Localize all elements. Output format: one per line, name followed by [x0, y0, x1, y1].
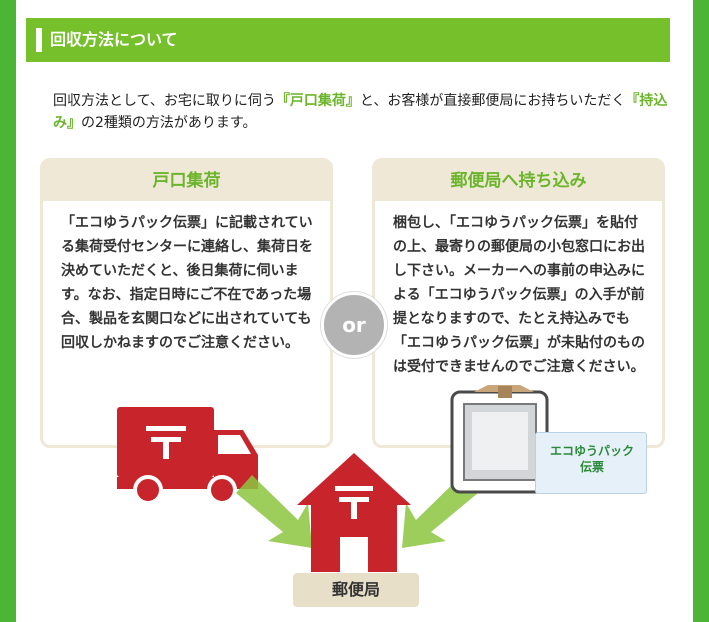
or-badge: or [321, 292, 387, 358]
intro-part-2: と、お客様が直接郵便局にお持ちいただく [359, 93, 626, 109]
intro-part-3: の2種類の方法があります。 [81, 115, 257, 131]
door-pickup-text: 「エコゆうパック伝票」に記載されている集荷受付センターに連絡し、集荷日を決めてい… [61, 215, 313, 351]
post-office-label: 郵便局 [293, 573, 419, 607]
slip-line-1: エコゆうパック [549, 444, 634, 458]
intro-emphasis-door-pickup: 『戸口集荷』 [275, 93, 360, 109]
left-arrow-icon [236, 475, 312, 548]
door-pickup-title: 戸口集荷 [43, 161, 330, 201]
intro-part-1: 回収方法として、お宅に取りに伺う [53, 93, 276, 109]
package-icon [450, 385, 549, 494]
intro-emphasis-drop-off: 『持込み』 [53, 93, 668, 131]
post-office-dropoff-title: 郵便局へ持ち込み [375, 161, 662, 201]
post-office-icon [297, 453, 411, 572]
section-title: 回収方法について [50, 30, 178, 49]
postal-truck-icon [117, 407, 258, 505]
section-header: 回収方法について [26, 18, 670, 62]
intro-text: 回収方法として、お宅に取りに伺う『戸口集荷』と、お客様が直接郵便局にお持ちいただ… [53, 90, 673, 134]
eco-yu-pack-slip: エコゆうパック 伝票 [535, 432, 647, 494]
post-office-dropoff-text: 梱包し、「エコゆうパック伝票」を貼付の上、最寄りの郵便局の小包窓口にお出し下さい… [393, 215, 645, 375]
slip-line-2: 伝票 [579, 460, 604, 474]
header-accent-bar [36, 28, 42, 52]
